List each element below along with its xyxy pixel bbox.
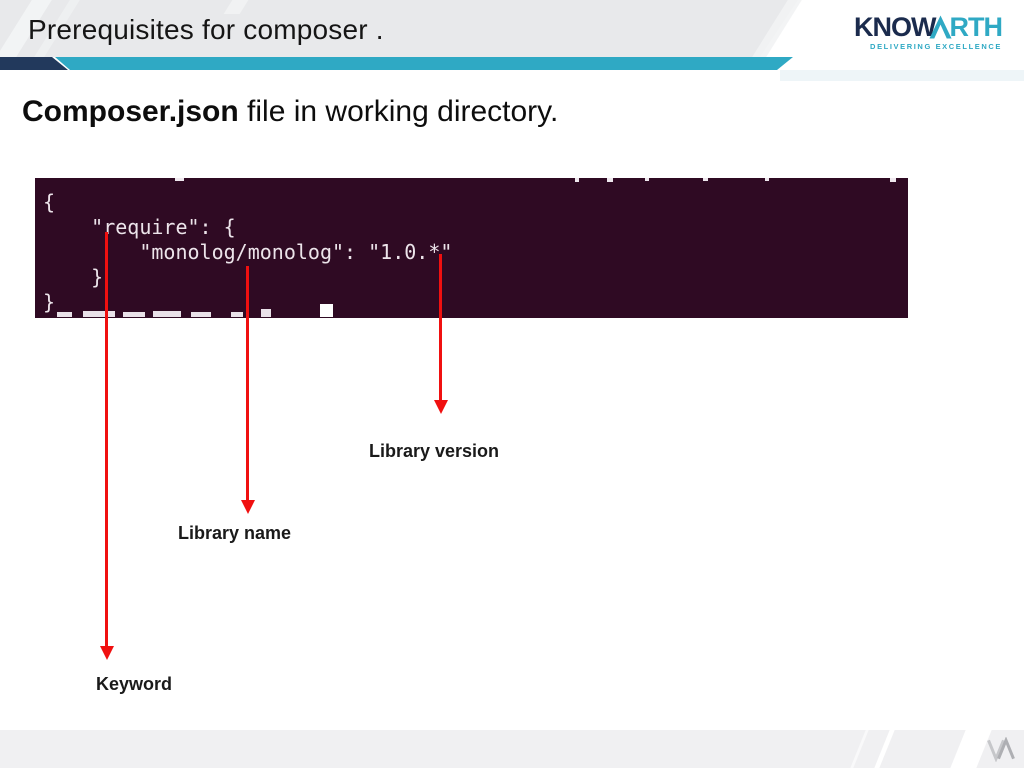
brand-logo: KNOW RTH DELIVERING EXCELLENCE (854, 12, 1003, 52)
annotation-arrow-keyword (105, 232, 108, 646)
footer-slash-decor (850, 730, 869, 768)
slide-title: Prerequisites for composer . (28, 14, 384, 45)
header: Prerequisites for composer . KNOW RTH DE… (0, 0, 1024, 57)
annotation-label-keyword: Keyword (96, 674, 173, 694)
terminal-clipped-text-top (575, 178, 579, 182)
terminal-clipped-text-bottom (231, 312, 243, 317)
heading-filename: Composer.json (22, 95, 239, 128)
terminal-clipped-text-top (645, 178, 649, 181)
annotation-arrowhead-keyword (99, 646, 114, 660)
terminal-clipped-text-bottom (153, 311, 181, 317)
slide-heading: Composer.json file in working directory. (22, 95, 558, 129)
code-line: } (43, 290, 56, 314)
terminal-clipped-text-bottom (191, 312, 211, 317)
terminal-screenshot: { "require": { "monolog/monolog": "1.0.*… (35, 178, 908, 318)
code-line: "monolog/monolog": "1.0.*" (43, 240, 453, 264)
logo-caret-icon (928, 15, 952, 39)
terminal-clipped-text-bottom (261, 309, 271, 317)
annotation-arrowhead-library-name (240, 500, 255, 514)
code-line: } (43, 265, 104, 289)
accent-bar-teal (55, 57, 793, 70)
header-subglow-decor (780, 70, 1024, 81)
annotation-label-library-version: Library version (369, 441, 500, 461)
terminal-clipped-text-bottom (123, 312, 145, 317)
heading-rest: file in working directory. (238, 95, 559, 128)
footer-monogram-icon (987, 737, 1015, 762)
logo-text-know: KNOW (854, 12, 936, 42)
accent-bar-navy (0, 57, 68, 70)
logo-tagline: DELIVERING EXCELLENCE (870, 42, 1002, 51)
terminal-clipped-text-top (607, 178, 613, 182)
terminal-clipped-text-top (175, 178, 184, 181)
terminal-cursor (320, 304, 333, 317)
code-line: "require": { (43, 215, 236, 239)
terminal-clipped-text-bottom (57, 312, 72, 317)
terminal-clipped-text-top (703, 178, 708, 181)
logo-text-rth: RTH (949, 12, 1003, 42)
terminal-clipped-text-top (765, 178, 769, 181)
footer-slash-decor (874, 730, 895, 768)
terminal-clipped-text-top (890, 178, 896, 182)
annotation-arrow-library-version (439, 254, 442, 400)
annotation-arrowhead-library-version (433, 400, 448, 414)
annotation-label-library-name: Library name (178, 523, 292, 543)
terminal-clipped-text-bottom (83, 311, 115, 317)
accent-bar (0, 57, 1024, 70)
footer (0, 730, 1024, 768)
annotation-arrow-library-name (246, 266, 249, 500)
code-line: { (43, 190, 56, 214)
header-background (0, 0, 798, 57)
